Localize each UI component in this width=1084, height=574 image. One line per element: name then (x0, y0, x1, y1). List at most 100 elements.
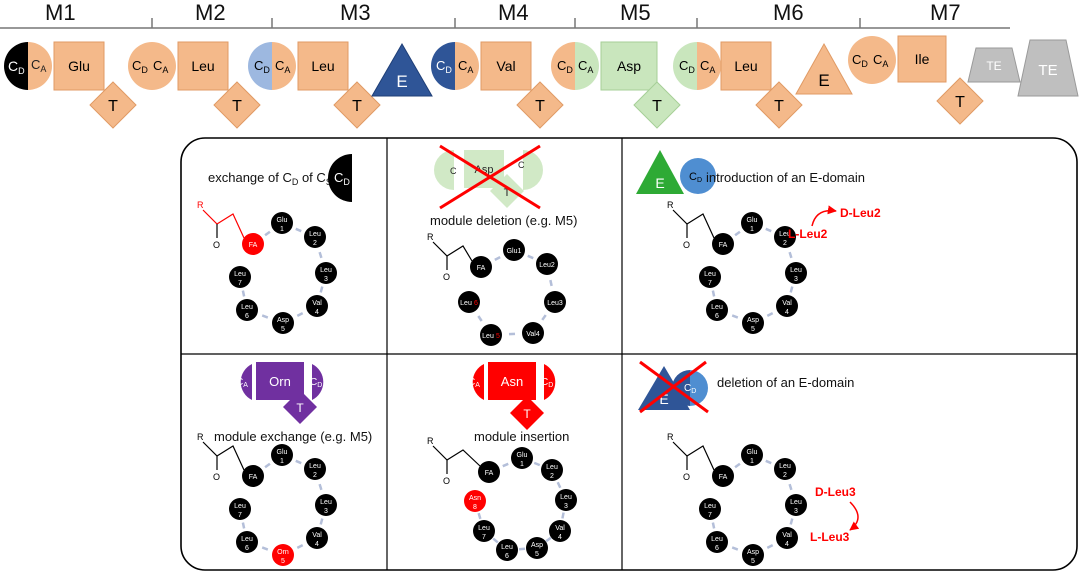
bead-1: Glu1 (741, 444, 763, 466)
bead-fa: FA (242, 465, 264, 487)
svg-text:Leu: Leu (560, 494, 572, 501)
panel-2-header: C Asp T C module deletion (e.g. M5) (430, 144, 577, 228)
svg-text:FA: FA (719, 474, 728, 481)
panel-4-title: module exchange (e.g. M5) (214, 429, 372, 444)
svg-text:4: 4 (785, 309, 789, 316)
svg-text:Ile: Ile (915, 51, 930, 67)
panel-6-header: E CD deletion of an E-domain (638, 360, 854, 414)
svg-text:CD: CD (310, 377, 322, 389)
bead-3: Leu3 (785, 494, 807, 516)
svg-text:3: 3 (794, 508, 798, 515)
svg-text:Asp: Asp (617, 58, 641, 74)
svg-text:CA: CA (236, 377, 248, 389)
panel-grid (180, 137, 1078, 571)
svg-text:6: 6 (245, 313, 249, 320)
bead-fa: FA (242, 233, 264, 255)
panel-5-title: module insertion (474, 429, 569, 444)
m6-e-domain: E (795, 42, 853, 95)
svg-text:FA: FA (477, 265, 486, 272)
bead-4: Val4 (549, 520, 571, 542)
bead-1: Glu1 (511, 447, 533, 469)
svg-text:3: 3 (324, 276, 328, 283)
svg-text:Val: Val (496, 58, 515, 74)
bead-2: Leu2 (536, 253, 558, 275)
svg-text:Asp: Asp (277, 317, 289, 324)
svg-text:O: O (683, 472, 690, 482)
panel-4-header: CA Orn T CD module exchange (e.g. M5) (214, 362, 372, 444)
svg-text:T: T (108, 98, 118, 115)
svg-text:1: 1 (280, 458, 284, 465)
svg-text:Glu: Glu (747, 217, 758, 224)
bead-4: Val4 (306, 295, 328, 317)
bead-3: Leu3 (315, 262, 337, 284)
module-labels: M1 M2 M3 M4 M5 M6 M7 (45, 0, 961, 25)
svg-text:T: T (504, 187, 511, 199)
m3-a-domain: Leu (297, 41, 349, 91)
m2-c-domain: CD CA (128, 42, 176, 90)
svg-text:T: T (774, 98, 784, 115)
m2-t-domain: T (213, 81, 261, 129)
svg-text:7: 7 (238, 280, 242, 287)
svg-text:CD: CD (689, 171, 702, 184)
orn-module-icon: CA Orn T CD (236, 362, 324, 424)
svg-text:Leu: Leu (734, 58, 757, 74)
svg-text:7: 7 (482, 534, 486, 541)
svg-text:Asn: Asn (469, 495, 481, 502)
svg-text:Glu1: Glu1 (507, 248, 522, 255)
panel-3-header: E CD introduction of an E-domain (636, 150, 865, 194)
svg-text:E: E (659, 391, 668, 407)
svg-text:Leu: Leu (234, 271, 246, 278)
svg-text:7: 7 (708, 280, 712, 287)
module-label-m7: M7 (930, 0, 961, 25)
svg-text:Leu: Leu (501, 544, 513, 551)
te-domain-small: TE (967, 47, 1021, 83)
svg-text:3: 3 (564, 503, 568, 510)
svg-text:E: E (818, 71, 829, 90)
svg-text:CA: CA (700, 58, 715, 75)
svg-text:R: R (197, 200, 204, 210)
svg-text:CA: CA (153, 58, 168, 75)
e-domain-icon: E (636, 150, 684, 194)
module-label-m3: M3 (340, 0, 371, 25)
panel-2-title: module deletion (e.g. M5) (430, 213, 577, 228)
svg-text:Val: Val (555, 525, 565, 532)
m6-a-domain: Leu (720, 41, 772, 91)
svg-text:3: 3 (794, 276, 798, 283)
cs-domain-icon: CD (328, 154, 352, 202)
svg-text:T: T (523, 407, 531, 421)
m7-c-domain: CD CA (848, 36, 896, 84)
bead-4: Val4 (776, 295, 798, 317)
svg-text:5: 5 (535, 551, 539, 558)
bead-2: Leu 2 (304, 226, 326, 248)
svg-text:FA: FA (249, 474, 258, 481)
svg-text:CD: CD (132, 58, 148, 75)
svg-text:Orn: Orn (269, 374, 291, 389)
svg-text:O: O (213, 472, 220, 482)
svg-text:2: 2 (313, 240, 317, 247)
svg-text:Leu: Leu (309, 231, 321, 238)
bead-2: Leu2 (541, 459, 563, 481)
svg-text:CD: CD (254, 58, 270, 75)
svg-text:Leu: Leu (790, 267, 802, 274)
bead-fa: FA (478, 461, 500, 483)
module-label-m2: M2 (195, 0, 226, 25)
delete-cross-icon-2 (639, 360, 709, 414)
m4-cd-domain: CD (431, 42, 455, 90)
svg-text:4: 4 (315, 541, 319, 548)
svg-text:R: R (667, 432, 674, 442)
svg-text:Glu: Glu (68, 58, 90, 74)
panel-5-header: CA Asn T CD module insertion (468, 362, 569, 444)
svg-text:L-Leu3: L-Leu3 (810, 530, 850, 544)
